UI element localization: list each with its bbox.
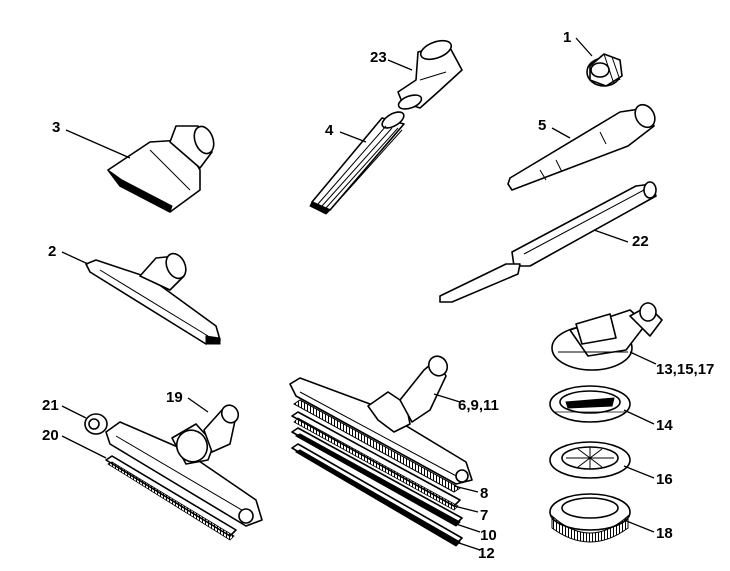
leader-2	[61, 251, 89, 265]
label-1: 1	[563, 29, 571, 46]
label-22: 22	[632, 233, 649, 250]
label-13: 13,15,17	[656, 361, 714, 378]
leader-18	[623, 519, 655, 533]
leader-12	[455, 541, 481, 551]
part-13-brush-nozzle	[551, 302, 663, 371]
part-10-rubber-strip	[291, 427, 463, 527]
label-6: 6,9,11	[458, 397, 499, 414]
part-6-large-floor-nozzle	[289, 355, 473, 485]
part-16-grid-insert	[549, 441, 631, 479]
leader-14	[623, 409, 655, 425]
leader-7	[453, 505, 479, 513]
label-12: 12	[478, 545, 495, 562]
part-23-connector-tube	[397, 39, 463, 110]
part-22-crevice-tube	[439, 181, 657, 303]
leader-1	[575, 37, 593, 57]
label-10: 10	[480, 527, 497, 544]
label-5: 5	[538, 117, 546, 134]
label-20: 20	[42, 427, 59, 444]
label-19: 19	[166, 389, 183, 406]
part-3-upholstery-nozzle	[107, 125, 215, 213]
label-16: 16	[656, 471, 673, 488]
part-20-squeegee-strip	[105, 455, 237, 541]
leader-16	[623, 465, 655, 479]
label-3: 3	[52, 119, 60, 136]
leader-8	[453, 485, 479, 493]
leader-10	[455, 523, 481, 533]
leader-13	[629, 351, 657, 365]
part-21-wheel	[84, 413, 108, 435]
label-21: 21	[42, 397, 59, 414]
leader-19	[187, 397, 209, 413]
leader-20	[61, 435, 107, 459]
label-8: 8	[480, 485, 488, 502]
label-18: 18	[656, 525, 673, 542]
part-2-floor-nozzle	[85, 252, 221, 345]
label-23: 23	[370, 49, 387, 66]
label-2: 2	[48, 243, 56, 260]
part-4-ribbed-nozzle	[309, 111, 405, 215]
leader-3	[65, 129, 131, 159]
leader-6	[433, 393, 461, 403]
part-1-adapter-ring	[586, 53, 623, 87]
part-5-tapered-nozzle	[507, 103, 656, 191]
label-4: 4	[325, 122, 334, 139]
part-12-rubber-strip	[291, 443, 463, 547]
part-7-bristle-strip	[291, 411, 461, 511]
leader-5	[551, 127, 571, 139]
part-18-bristle-brush	[549, 493, 631, 543]
part-14-oval-insert	[549, 385, 631, 423]
part-19-floor-nozzle-body	[105, 404, 263, 527]
leader-23	[387, 59, 413, 71]
leader-22	[593, 229, 629, 243]
label-14: 14	[656, 417, 673, 434]
leader-21	[61, 405, 87, 419]
leader-4	[339, 131, 367, 143]
label-7: 7	[480, 507, 488, 524]
